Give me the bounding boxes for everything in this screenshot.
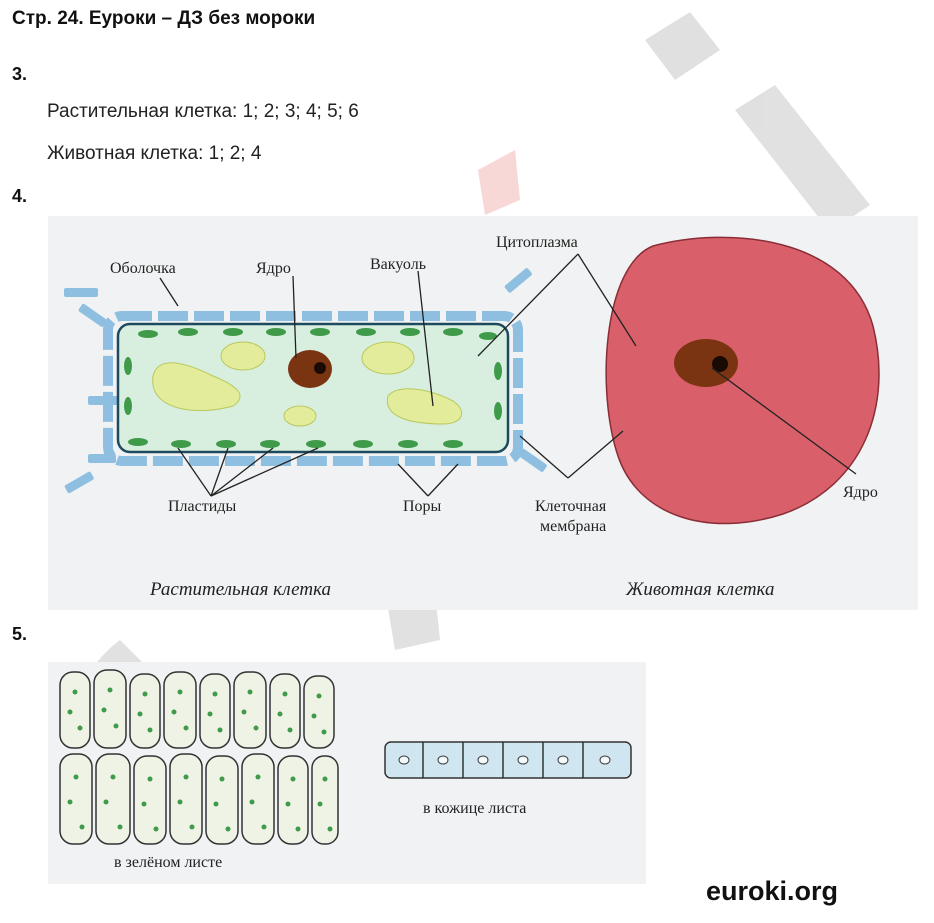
label-nucleus-plant: Ядро — [256, 260, 291, 277]
label-nucleus-animal: Ядро — [843, 484, 878, 501]
label-vacuole: Вакуоль — [370, 256, 426, 273]
plant-cell-answer: Растительная клетка: 1; 2; 3; 4; 5; 6 — [47, 101, 359, 122]
plant-cell-wall — [103, 311, 523, 466]
vacuoles — [152, 341, 463, 427]
animal-cell — [605, 236, 880, 525]
plastids — [124, 328, 502, 448]
caption-plant-cell: Растительная клетка — [150, 579, 332, 600]
caption-green-leaf: в зелёном листе — [114, 854, 223, 871]
site-watermark-text: euroki.org — [705, 876, 838, 906]
cell-diagram-panel: Оболочка Ядро Вакуоль Цитоплазма Пластид… — [48, 216, 918, 610]
pointer-lines — [159, 253, 857, 497]
green-leaf-tissue — [59, 669, 339, 845]
label-pores: Поры — [403, 498, 442, 515]
label-membrane-line1: Клеточная — [535, 498, 607, 515]
caption-animal-cell: Животная клетка — [626, 579, 775, 600]
caption-leaf-skin: в кожице листа — [423, 800, 527, 817]
label-shell: Оболочка — [110, 260, 176, 277]
task-5-number: 5. — [12, 624, 28, 644]
label-membrane-line2: мембрана — [540, 518, 607, 535]
task-4-number: 4. — [12, 186, 28, 206]
leaf-tissue-panel: в зелёном листе в кожице листа — [48, 662, 646, 884]
label-plastids: Пластиды — [168, 498, 237, 515]
label-cytoplasm: Цитоплазма — [496, 234, 578, 251]
plant-nucleus — [288, 350, 332, 388]
animal-cell-answer: Животная клетка: 1; 2; 4 — [47, 143, 262, 164]
page-title: Стр. 24. Еуроки – ДЗ без мороки — [12, 8, 316, 29]
leaf-skin-tissue — [384, 741, 632, 779]
task-3-number: 3. — [12, 64, 28, 84]
cell-diagram — [64, 236, 880, 525]
